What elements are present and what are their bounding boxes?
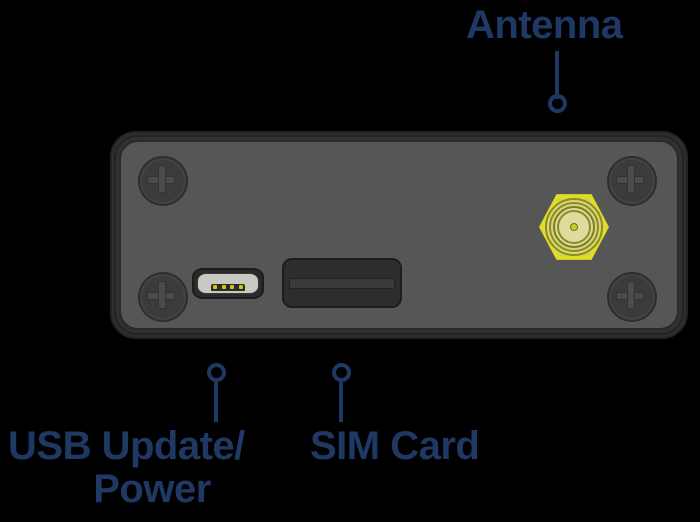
sim-card-label: SIM Card	[310, 424, 480, 468]
sma-antenna-connector	[539, 192, 609, 262]
antenna-label: Antenna	[466, 3, 623, 47]
screw-top-right	[607, 156, 657, 206]
sim-leader-line	[339, 382, 343, 422]
usb-pin	[213, 285, 217, 289]
usb-port-pins	[213, 285, 243, 289]
screw-slot-vertical	[627, 165, 635, 193]
usb-leader-ring	[207, 363, 226, 382]
screw-bottom-left	[138, 272, 188, 322]
usb-pin	[238, 285, 243, 289]
screw-bottom-right	[607, 272, 657, 322]
screw-slot-vertical	[158, 281, 166, 309]
usb-power-label: USB Update/Power	[8, 424, 278, 512]
usb-power-label-line1: USB Update/	[8, 424, 245, 468]
antenna-leader-ring	[548, 94, 567, 113]
screw-slot-vertical	[627, 281, 635, 309]
usb-power-label-line2: Power	[93, 467, 211, 512]
usb-leader-line	[214, 382, 218, 422]
device-face-plate	[119, 140, 679, 330]
connector-center-pin	[570, 223, 578, 231]
screw-top-left	[138, 156, 188, 206]
sim-card-slot	[282, 258, 402, 308]
antenna-leader-line	[555, 51, 559, 99]
usb-pin	[221, 285, 226, 289]
micro-usb-port	[192, 268, 264, 299]
sim-slot-opening	[289, 278, 395, 289]
usb-port-tongue	[211, 284, 245, 291]
device-rear-panel	[110, 131, 688, 339]
screw-slot-vertical	[158, 165, 166, 193]
sim-leader-ring	[332, 363, 351, 382]
usb-pin	[230, 285, 235, 289]
